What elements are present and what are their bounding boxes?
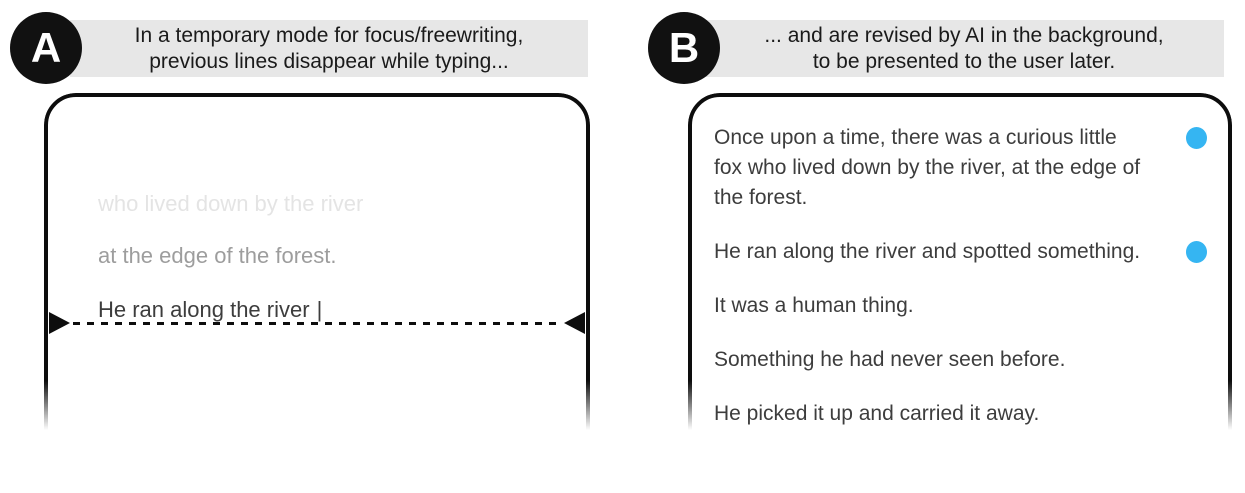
active-typing-line[interactable]: He ran along the river| <box>98 296 322 324</box>
story-paragraph: Once upon a time, there was a curious li… <box>714 123 1207 213</box>
story-text: Once upon a time, there was a curious li… <box>688 93 1232 453</box>
panel-b-caption: ... and are revised by AI in the backgro… <box>704 20 1224 77</box>
story-paragraph: Something he had never seen before. <box>714 345 1207 375</box>
panel-b-caption-line-1: ... and are revised by AI in the backgro… <box>764 23 1164 47</box>
line-width-indicator <box>49 312 585 334</box>
dashed-line <box>73 321 561 325</box>
story-paragraph: He picked it up and carried it away. <box>714 399 1207 429</box>
faded-previous-line-1: who lived down by the river <box>98 191 364 216</box>
paragraph-text: He ran along the river and spotted somet… <box>714 240 1141 263</box>
active-typing-text: He ran along the river <box>98 297 310 322</box>
panel-a-caption-line-1: In a temporary mode for focus/freewritin… <box>134 23 524 47</box>
paragraph-text: Once upon a time, there was a curious li… <box>714 126 1141 209</box>
faded-previous-line-2: at the edge of the forest. <box>98 243 337 268</box>
panel-b-badge: B <box>648 12 720 84</box>
revision-dot-icon[interactable] <box>1186 127 1207 149</box>
text-cursor: | <box>316 297 323 322</box>
revised-draft-card[interactable]: Once upon a time, there was a curious li… <box>688 93 1232 493</box>
story-paragraph: It was a human thing. <box>714 291 1207 321</box>
paragraph-text: Something he had never seen before. <box>714 348 1066 371</box>
panel-b-caption-line-2: to be presented to the user later. <box>812 49 1116 73</box>
panel-a-caption: In a temporary mode for focus/freewritin… <box>70 20 588 77</box>
paragraph-text: It was a human thing. <box>714 294 914 317</box>
left-arrowhead-icon <box>49 312 70 334</box>
panel-a-badge: A <box>10 12 82 84</box>
focus-editor-card[interactable]: who lived down by the river at the edge … <box>44 93 590 493</box>
panel-a-caption-line-2: previous lines disappear while typing... <box>149 49 509 73</box>
paragraph-text: He picked it up and carried it away. <box>714 402 1040 425</box>
story-paragraph: He ran along the river and spotted somet… <box>714 237 1207 267</box>
right-arrowhead-icon <box>564 312 585 334</box>
revision-dot-icon[interactable] <box>1186 241 1207 263</box>
focus-editor-card-border <box>44 93 590 493</box>
